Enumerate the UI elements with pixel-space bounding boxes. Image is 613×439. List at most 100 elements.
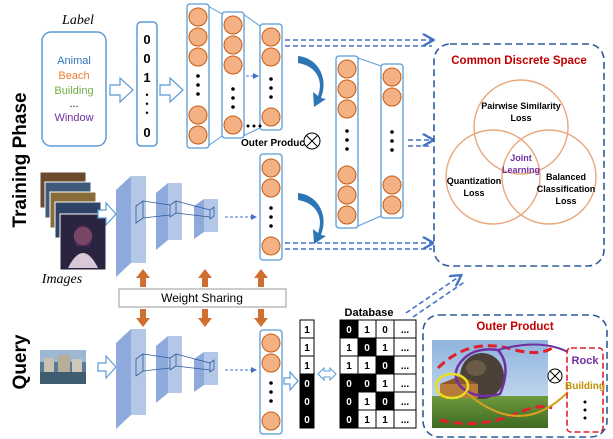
training-phase-label: Training Phase <box>10 92 31 227</box>
label-vector-3: • <box>145 90 148 100</box>
database-cell-value: 1 <box>382 415 388 426</box>
curved-arrow-top <box>298 56 326 107</box>
database-cell-value: 1 <box>382 343 388 354</box>
label-item-building: Building <box>54 85 93 97</box>
database-cell-value: 1 <box>346 343 352 354</box>
label-title: Label <box>61 13 94 28</box>
query-cnn <box>116 329 257 429</box>
balanced-loss-line2: Classification <box>537 184 596 194</box>
image-feature-neurons <box>261 158 281 256</box>
label-vector-0: 0 <box>143 32 150 47</box>
database-cell-value: 0 <box>382 361 388 372</box>
purple-link <box>497 343 569 353</box>
quantization-loss-line1: Quantization <box>447 176 502 186</box>
images-caption: Images <box>41 272 83 287</box>
word-rock: Rock <box>572 355 600 367</box>
query-code <box>299 319 315 429</box>
database-cell-value: 0 <box>364 379 370 390</box>
query-code-2: 1 <box>304 361 310 372</box>
database-cell-value: ... <box>401 415 410 426</box>
database-cell-value: 1 <box>364 325 370 336</box>
double-arrow <box>317 366 337 382</box>
label-item-window: Window <box>54 112 93 124</box>
hollow-arrow-2 <box>159 76 184 104</box>
label-item-animal: Animal <box>57 55 91 67</box>
hollow-arrow-1 <box>109 76 134 104</box>
query-code-5: 0 <box>304 415 310 426</box>
database-cell-value: 0 <box>382 397 388 408</box>
label-vector-2: 1 <box>143 70 150 85</box>
weight-sharing-arrows <box>136 269 268 327</box>
query-code-3: 0 <box>304 379 310 390</box>
red-dashed-curve-top <box>436 344 553 370</box>
label-vector-1: 0 <box>143 51 150 66</box>
database-cell-value: ... <box>401 397 410 408</box>
query-code-4: 0 <box>304 397 310 408</box>
query-code-0: 1 <box>304 325 310 336</box>
hollow-arrow-5 <box>283 370 299 392</box>
query-phase-label: Query <box>10 334 31 389</box>
label-vector-4: • <box>145 99 148 109</box>
database-cell-value: ... <box>401 379 410 390</box>
pairwise-loss-line2: Loss <box>510 113 531 123</box>
query-code-1: 1 <box>304 343 310 354</box>
database-cell-value: ... <box>401 343 410 354</box>
joint-learning-line1: Joint <box>510 153 532 163</box>
red-dashed-word-box <box>566 347 604 433</box>
balanced-loss-line3: Loss <box>555 196 576 206</box>
pairwise-loss-line1: Pairwise Similarity <box>481 101 561 111</box>
training-images-stack <box>39 171 107 271</box>
hollow-arrow-4 <box>97 354 117 380</box>
yellow-link <box>465 391 569 417</box>
label-network <box>207 5 261 147</box>
common-space-title: Common Discrete Space <box>451 55 587 67</box>
curved-arrow-bottom <box>298 193 326 244</box>
database-cell-value: 0 <box>346 379 352 390</box>
database-cell-value: 1 <box>382 379 388 390</box>
database-cell-value: 1 <box>364 361 370 372</box>
database-cell-value: 0 <box>346 397 352 408</box>
yellow-bounding-ellipse <box>434 372 470 400</box>
database-cell-value: 1 <box>364 397 370 408</box>
database-cell-value: 1 <box>364 415 370 426</box>
database-cell <box>393 409 417 429</box>
database-cell-value: ... <box>401 325 410 336</box>
hollow-arrow-3 <box>97 201 117 227</box>
database-table: 0 1 0... 1 0 1... 1 1 0... 0 0 1... 0 1 0... 0 1 1... <box>339 319 417 429</box>
balanced-loss-line1: Balanced <box>546 172 586 182</box>
common-space-box <box>433 43 605 267</box>
label-box <box>41 31 107 147</box>
weight-sharing-box <box>118 288 287 308</box>
weight-sharing-label: Weight Sharing <box>161 291 243 305</box>
joint-layer-1 <box>335 55 359 229</box>
training-cnn <box>116 176 257 277</box>
database-cell-value: ... <box>401 361 410 372</box>
joint-layer-2-neurons <box>382 67 402 215</box>
query-scene-image <box>432 340 548 428</box>
purple-bounding-path <box>454 348 507 398</box>
label-item-ellipsis: ... <box>69 98 78 110</box>
database-cell-value: 0 <box>364 343 370 354</box>
dashed-arrows-training <box>285 40 467 318</box>
database-cell-value: 1 <box>346 361 352 372</box>
database-title: Database <box>345 307 394 319</box>
label-vector-5: • <box>145 108 148 118</box>
label-layer-1-neurons <box>188 7 208 145</box>
joint-learning-line2: Learning <box>502 165 540 175</box>
database-cell-value: 0 <box>382 325 388 336</box>
database-cell-value: 0 <box>346 325 352 336</box>
label-layer-2-neurons <box>223 15 243 135</box>
label-vector-box <box>136 21 158 147</box>
outer-product-box-title: Outer Product <box>476 321 553 333</box>
label-item-beach: Beach <box>58 70 89 82</box>
venn-diagram <box>445 79 597 225</box>
label-vector-6: 0 <box>143 125 150 140</box>
red-dashed-curve-bottom <box>439 405 553 426</box>
quantization-loss-line2: Loss <box>463 188 484 198</box>
joint-layer-1-neurons <box>337 59 357 225</box>
query-image <box>40 350 86 384</box>
label-layer-3-neurons <box>261 27 281 127</box>
outer-product-label: Outer Product <box>241 138 309 149</box>
database-cell-value: 0 <box>346 415 352 426</box>
